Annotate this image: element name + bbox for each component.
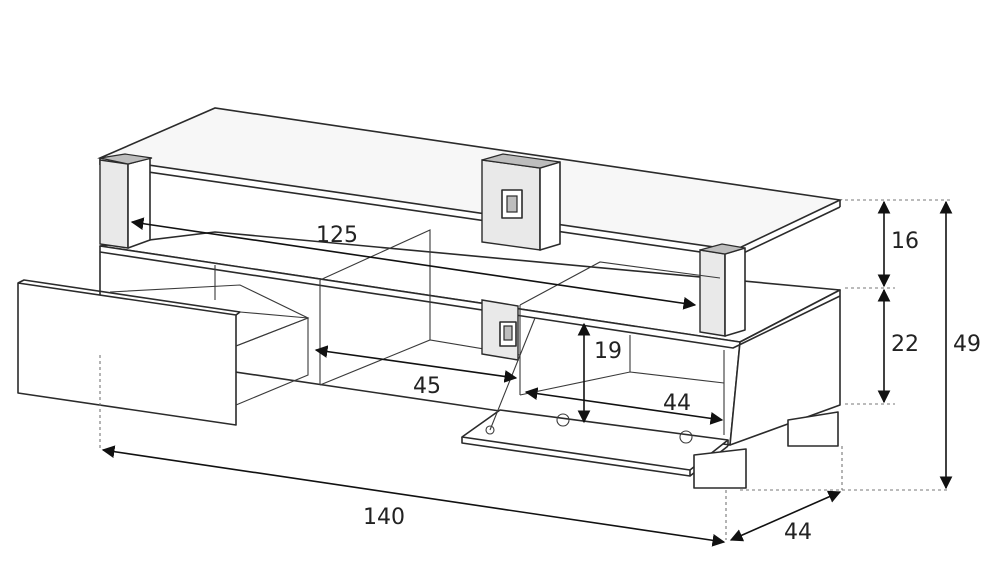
extension-lines xyxy=(99,199,950,540)
tv-stand-illustration xyxy=(17,107,843,489)
label-total-height: 49 xyxy=(953,332,981,357)
dim-line-right-compartment-width xyxy=(524,387,724,425)
label-center-compartment-width: 45 xyxy=(413,374,441,399)
glass-shelf xyxy=(97,107,843,251)
label-right-compartment-width: 44 xyxy=(663,391,691,416)
label-right-compartment-height: 19 xyxy=(594,339,622,364)
right-column xyxy=(699,249,726,337)
cabinet-side xyxy=(729,289,841,446)
dim-line-total-depth xyxy=(729,490,842,542)
label-total-width: 140 xyxy=(363,505,405,530)
foot-front xyxy=(693,448,747,489)
label-total-depth: 44 xyxy=(784,520,812,545)
dim-line-total-width xyxy=(101,445,726,547)
dimension-labels: 140 44 49 16 22 125 45 44 19 xyxy=(316,223,981,545)
dim-line-glass-shelf-width xyxy=(130,217,697,310)
foot-back xyxy=(787,411,839,447)
label-glass-shelf-width: 125 xyxy=(316,223,358,248)
dim-line-center-compartment-width xyxy=(314,345,518,383)
label-shelf-height: 16 xyxy=(891,229,919,254)
left-column xyxy=(99,159,129,249)
dimension-lines xyxy=(101,200,953,547)
label-cabinet-height: 22 xyxy=(891,332,919,357)
